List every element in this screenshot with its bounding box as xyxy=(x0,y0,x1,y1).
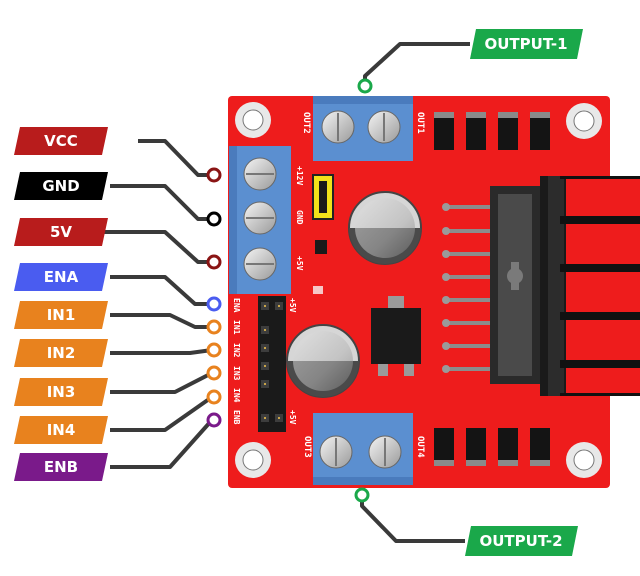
leader-output-1 xyxy=(363,42,470,86)
silk-5v-bottom: +5V xyxy=(288,410,297,425)
pin-badge-gnd xyxy=(14,172,108,200)
pin-label-in3: IN3 xyxy=(14,378,108,406)
pin-label-enb: ENB xyxy=(14,453,108,481)
pin-label-in2: IN2 xyxy=(14,339,108,367)
leader-gnd xyxy=(110,184,212,221)
output-1-ring xyxy=(357,78,373,94)
smd-component xyxy=(315,240,327,254)
silk-in1: IN1 xyxy=(232,320,241,335)
silk-out3: OUT3 xyxy=(302,436,312,458)
pin-rings xyxy=(206,167,222,428)
terminal-block-out3-out4 xyxy=(313,413,413,485)
capacitor-bottom xyxy=(286,324,360,398)
silk-out1: OUT1 xyxy=(415,112,425,134)
pin-text-ena: ENA xyxy=(44,268,79,286)
output-2-callout: OUTPUT-2 xyxy=(354,487,578,556)
pin-ring-in2 xyxy=(206,342,222,358)
pin-badge-enb xyxy=(14,453,108,481)
pin-ring-in3 xyxy=(206,365,222,381)
pin-badge-ena xyxy=(14,263,108,291)
driver-board: OUT2 OUT1 OUT3 OUT4 +12V GND +5V xyxy=(228,96,640,488)
pin-text-in2: IN2 xyxy=(47,344,76,362)
silk-in2: IN2 xyxy=(232,343,241,358)
silk-out4: OUT4 xyxy=(415,436,425,458)
output-1-label: OUTPUT-1 xyxy=(484,35,567,53)
pin-ring-vcc xyxy=(206,167,222,183)
pin-text-gnd: GND xyxy=(42,177,79,195)
terminal-block-power xyxy=(229,146,291,294)
leader-in3 xyxy=(110,371,213,394)
pin-badge-vcc xyxy=(14,127,108,155)
silk-out2: OUT2 xyxy=(301,112,311,134)
pin-ring-enb xyxy=(206,412,222,428)
pin-ring-gnd xyxy=(206,211,222,227)
leader-in1 xyxy=(110,313,212,329)
pin-badge-in4 xyxy=(14,416,108,444)
output-2-ring xyxy=(354,487,370,503)
output-1-badge xyxy=(470,29,583,59)
pin-text-vcc: VCC xyxy=(44,132,78,150)
silk-5v: +5V xyxy=(295,256,304,271)
pin-label-ena: ENA xyxy=(14,263,108,291)
capacitor-top xyxy=(348,191,422,265)
terminal-block-out1-out2 xyxy=(313,96,413,161)
silk-in3: IN3 xyxy=(232,366,241,381)
pin-text-enb: ENB xyxy=(44,458,78,476)
output-1-callout: OUTPUT-1 xyxy=(357,29,583,94)
leader-in2 xyxy=(110,348,213,355)
leader-ena xyxy=(110,275,212,306)
jumper-5v-enable xyxy=(312,174,334,220)
output-2-badge xyxy=(465,526,578,556)
leader-output-2 xyxy=(360,495,465,543)
pin-badge-in2 xyxy=(14,339,108,367)
pin-ring-in1 xyxy=(206,319,222,335)
mounting-hole-bottom-right xyxy=(566,442,602,478)
pin-label-5v: 5V xyxy=(14,218,108,246)
leader-vcc xyxy=(138,139,212,177)
silk-gnd: GND xyxy=(295,210,304,225)
leader-5v xyxy=(90,230,212,264)
l298n-chip-heatsink xyxy=(442,176,640,396)
silk-enb: ENB xyxy=(232,410,241,425)
silk-in4: IN4 xyxy=(232,388,241,403)
pin-label-in1: IN1 xyxy=(14,301,108,329)
silk-ena: ENA xyxy=(232,298,241,313)
mounting-hole-top-right xyxy=(566,103,602,139)
silk-5v-top: +5V xyxy=(288,298,297,313)
power-led xyxy=(313,286,323,294)
header-pins xyxy=(258,296,286,432)
silk-12v: +12V xyxy=(295,166,304,185)
mounting-hole-top-left xyxy=(235,102,271,138)
pin-ring-ena xyxy=(206,296,222,312)
pin-ring-in4 xyxy=(206,389,222,405)
mounting-hole-bottom-left xyxy=(235,442,271,478)
pin-label-in4: IN4 xyxy=(14,416,108,444)
pin-label-gnd: GND xyxy=(14,172,108,200)
pin-badge-in1 xyxy=(14,301,108,329)
pin-leader-lines xyxy=(90,139,214,469)
leader-enb xyxy=(110,418,214,469)
pin-text-5v: 5V xyxy=(50,223,72,241)
pin-text-in3: IN3 xyxy=(47,383,76,401)
diodes-top xyxy=(434,112,550,150)
pin-badge-5v xyxy=(14,218,108,246)
pin-ring-5v xyxy=(206,254,222,270)
leader-in4 xyxy=(110,395,214,432)
pin-label-vcc: VCC xyxy=(14,127,108,155)
diodes-bottom xyxy=(434,428,550,466)
pin-text-in4: IN4 xyxy=(47,421,76,439)
pin-badge-in3 xyxy=(14,378,108,406)
output-2-label: OUTPUT-2 xyxy=(479,532,562,550)
pin-text-in1: IN1 xyxy=(47,306,76,324)
voltage-regulator xyxy=(371,296,421,376)
